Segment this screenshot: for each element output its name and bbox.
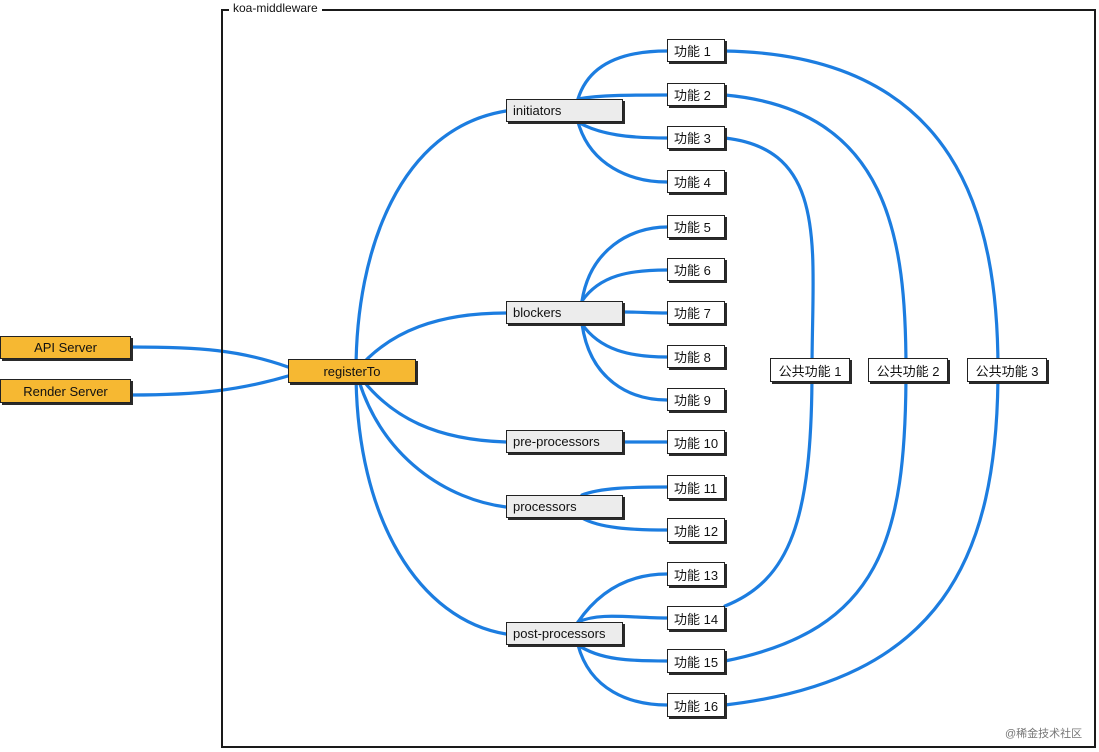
wire-proc-f11 [580,485,669,497]
wire-post-f16 [576,643,669,707]
wire-post-f14 [576,614,669,624]
stage-initiators[interactable]: initiators [506,99,623,122]
feature-6-node[interactable]: 功能 6 [667,258,725,281]
feature-4-node[interactable]: 功能 4 [667,170,725,193]
stage-processors[interactable]: processors [506,495,623,518]
wire-api-register [129,345,290,369]
wire-register-pre [354,369,508,444]
wire-post-f13 [576,572,669,624]
wire-init-f4 [576,120,669,184]
wire-proc-f12 [580,516,669,532]
wire-register-blockers [354,311,508,373]
wire-init-f3 [576,120,669,140]
feature-13-node[interactable]: 功能 13 [667,562,725,586]
feature-1-node[interactable]: 功能 1 [667,39,725,62]
register-to-node[interactable]: registerTo [288,359,416,383]
wire-render-register [129,374,290,397]
feature-11-node[interactable]: 功能 11 [667,475,725,499]
feature-12-node[interactable]: 功能 12 [667,518,725,542]
feature-14-node[interactable]: 功能 14 [667,606,725,630]
wire-init-f2 [576,93,669,101]
watermark: @稀金技术社区 [1005,728,1083,740]
koa-middleware-frame [221,9,1096,748]
wire-register-initiators [354,109,508,373]
wire-block-f8 [580,322,669,359]
wire-register-proc [354,369,508,509]
wire-block-f6 [580,268,669,303]
stage-pre-processors[interactable]: pre-processors [506,430,623,453]
feature-3-node[interactable]: 功能 3 [667,126,725,149]
wire-block-f9 [580,322,669,402]
feature-7-node[interactable]: 功能 7 [667,301,725,324]
shared-feature-2-node[interactable]: 公共功能 2 [868,358,948,382]
stage-blockers[interactable]: blockers [506,301,623,324]
shared-feature-3-node[interactable]: 公共功能 3 [967,358,1047,382]
shared-feature-1-node[interactable]: 公共功能 1 [770,358,850,382]
api-server-node[interactable]: API Server [0,336,131,359]
wire-register-post [354,369,508,636]
wire-block-f5 [580,225,669,303]
feature-16-node[interactable]: 功能 16 [667,693,725,717]
render-server-node[interactable]: Render Server [0,379,131,403]
stage-post-processors[interactable]: post-processors [506,622,623,645]
feature-8-node[interactable]: 功能 8 [667,345,725,368]
feature-9-node[interactable]: 功能 9 [667,388,725,411]
frame-title: koa-middleware [229,0,322,16]
feature-5-node[interactable]: 功能 5 [667,215,725,238]
feature-15-node[interactable]: 功能 15 [667,649,725,673]
feature-2-node[interactable]: 功能 2 [667,83,725,106]
wire-post-f15 [576,643,669,663]
wire-init-f1 [576,49,669,101]
feature-10-node[interactable]: 功能 10 [667,430,725,454]
wire-block-f7 [621,310,669,315]
